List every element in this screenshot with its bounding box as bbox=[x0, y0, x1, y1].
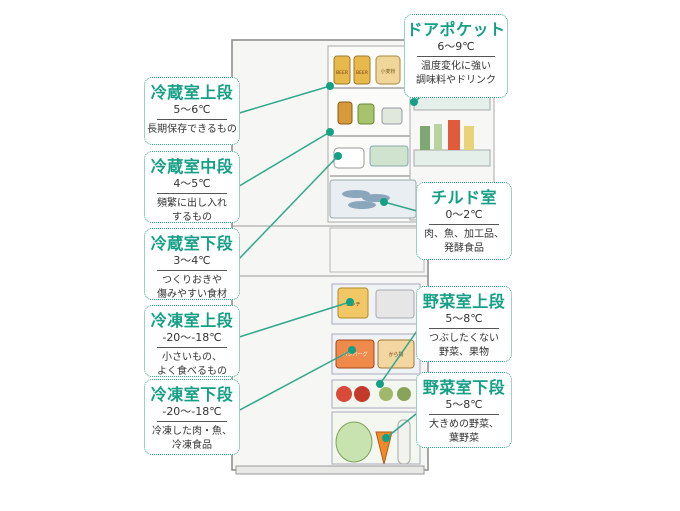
connector-line bbox=[235, 85, 331, 115]
pocket-bottle bbox=[434, 124, 442, 150]
beer-can bbox=[333, 55, 351, 85]
label-divider bbox=[429, 328, 499, 329]
label-divider bbox=[157, 119, 227, 120]
label-desc: 温度変化に強い 調味料やドリンク bbox=[416, 61, 496, 86]
label-temp: 0～2℃ bbox=[445, 208, 483, 221]
pack-label: ハンバーグ bbox=[342, 351, 367, 358]
connector-line bbox=[235, 155, 339, 263]
vegetable bbox=[379, 387, 393, 401]
label-title: 冷凍室下段 bbox=[150, 385, 234, 404]
label-freezer-upper: 冷凍室上段 -20～-18℃ 小さいもの、 よく食べるもの bbox=[144, 305, 240, 377]
label-divider bbox=[157, 270, 227, 271]
connector-dot bbox=[348, 346, 356, 354]
label-divider bbox=[157, 421, 227, 422]
pocket-bottle bbox=[448, 120, 460, 150]
connector-dot bbox=[410, 98, 418, 106]
label-temp: 4～5℃ bbox=[173, 177, 211, 190]
connector-dot bbox=[382, 434, 390, 442]
label-fridge-top: 冷蔵室上段 5～6℃ 長期保存できるもの bbox=[144, 77, 240, 145]
beer-label: BEER bbox=[336, 70, 348, 76]
label-chilled-room: チルド室 0～2℃ 肉、魚、加工品、 発酵食品 bbox=[416, 182, 512, 260]
pocket-bottle bbox=[464, 126, 474, 150]
fridge-base bbox=[235, 465, 425, 475]
jar bbox=[337, 101, 353, 125]
vegetable bbox=[397, 387, 411, 401]
container bbox=[381, 107, 403, 125]
label-title: 冷蔵室中段 bbox=[150, 157, 234, 176]
connector-dot bbox=[376, 380, 384, 388]
jar bbox=[357, 103, 375, 125]
cabbage bbox=[335, 421, 373, 463]
tomato bbox=[354, 386, 370, 402]
label-desc: 冷凍した肉・魚、 冷凍食品 bbox=[152, 426, 232, 451]
label-title: 野菜室下段 bbox=[422, 378, 506, 397]
label-desc: 頻繁に出し入れ するもの bbox=[157, 198, 227, 223]
label-title: ドアポケット bbox=[406, 20, 506, 39]
label-temp: 5～8℃ bbox=[445, 398, 483, 411]
label-divider bbox=[157, 193, 227, 194]
label-title: 冷蔵室下段 bbox=[150, 234, 234, 253]
label-desc: つぶしたくない 野菜、果物 bbox=[429, 333, 499, 358]
connector-line bbox=[235, 349, 353, 413]
connector-dot bbox=[326, 82, 334, 90]
frozen-container bbox=[375, 289, 415, 319]
tomato bbox=[336, 386, 352, 402]
pocket-bottle bbox=[420, 126, 430, 150]
connector-line bbox=[235, 131, 331, 189]
label-divider bbox=[157, 347, 227, 348]
connector-dot bbox=[346, 298, 354, 306]
label-temp: -20～-18℃ bbox=[162, 405, 222, 418]
label-vegetable-lower: 野菜室下段 5～8℃ 大きめの野菜、 葉野菜 bbox=[416, 372, 512, 448]
pack-label: ミンチ bbox=[345, 302, 360, 308]
jar-label: 小麦粉 bbox=[380, 68, 395, 75]
label-divider bbox=[429, 224, 499, 225]
food-container bbox=[369, 145, 409, 167]
label-desc: 小さいもの、 よく食べるもの bbox=[157, 352, 227, 377]
label-temp: 3～4℃ bbox=[173, 254, 211, 267]
label-fridge-lower: 冷蔵室下段 3～4℃ つくりおきや 傷みやすい食材 bbox=[144, 228, 240, 300]
daikon bbox=[397, 419, 411, 465]
label-desc: 肉、魚、加工品、 発酵食品 bbox=[424, 229, 504, 254]
label-divider bbox=[429, 414, 499, 415]
label-fridge-middle: 冷蔵室中段 4～5℃ 頻繁に出し入れ するもの bbox=[144, 151, 240, 223]
fish bbox=[342, 190, 370, 198]
label-divider bbox=[417, 56, 495, 57]
label-temp: -20～-18℃ bbox=[162, 331, 222, 344]
label-title: 冷蔵室上段 bbox=[150, 83, 234, 102]
fish bbox=[348, 201, 376, 209]
bowl bbox=[333, 147, 365, 169]
door-pocket-shelf bbox=[413, 95, 491, 111]
beer-can bbox=[353, 55, 371, 85]
label-temp: 5～8℃ bbox=[445, 312, 483, 325]
door-pocket-shelf bbox=[413, 149, 491, 167]
label-temp: 6～9℃ bbox=[437, 40, 475, 53]
flour-jar bbox=[375, 55, 401, 85]
connector-dot bbox=[326, 128, 334, 136]
pack-label: から揚 bbox=[388, 351, 403, 358]
connector-dot bbox=[380, 198, 388, 206]
label-desc: 大きめの野菜、 葉野菜 bbox=[429, 419, 499, 444]
label-desc: 長期保存できるもの bbox=[147, 124, 237, 135]
label-title: 冷凍室上段 bbox=[150, 311, 234, 330]
label-freezer-lower: 冷凍室下段 -20～-18℃ 冷凍した肉・魚、 冷凍食品 bbox=[144, 379, 240, 455]
frozen-pack bbox=[335, 339, 375, 369]
label-title: チルド室 bbox=[430, 188, 497, 207]
label-title: 野菜室上段 bbox=[422, 292, 506, 311]
beer-label: BEER bbox=[356, 70, 368, 76]
label-vegetable-upper: 野菜室上段 5～8℃ つぶしたくない 野菜、果物 bbox=[416, 286, 512, 362]
label-desc: つくりおきや 傷みやすい食材 bbox=[157, 275, 227, 300]
lower-drawer bbox=[329, 227, 425, 273]
label-door-pocket: ドアポケット 6～9℃ 温度変化に強い 調味料やドリンク bbox=[404, 14, 508, 98]
connector-line bbox=[235, 301, 351, 339]
label-temp: 5～6℃ bbox=[173, 103, 211, 116]
connector-dot bbox=[334, 152, 342, 160]
